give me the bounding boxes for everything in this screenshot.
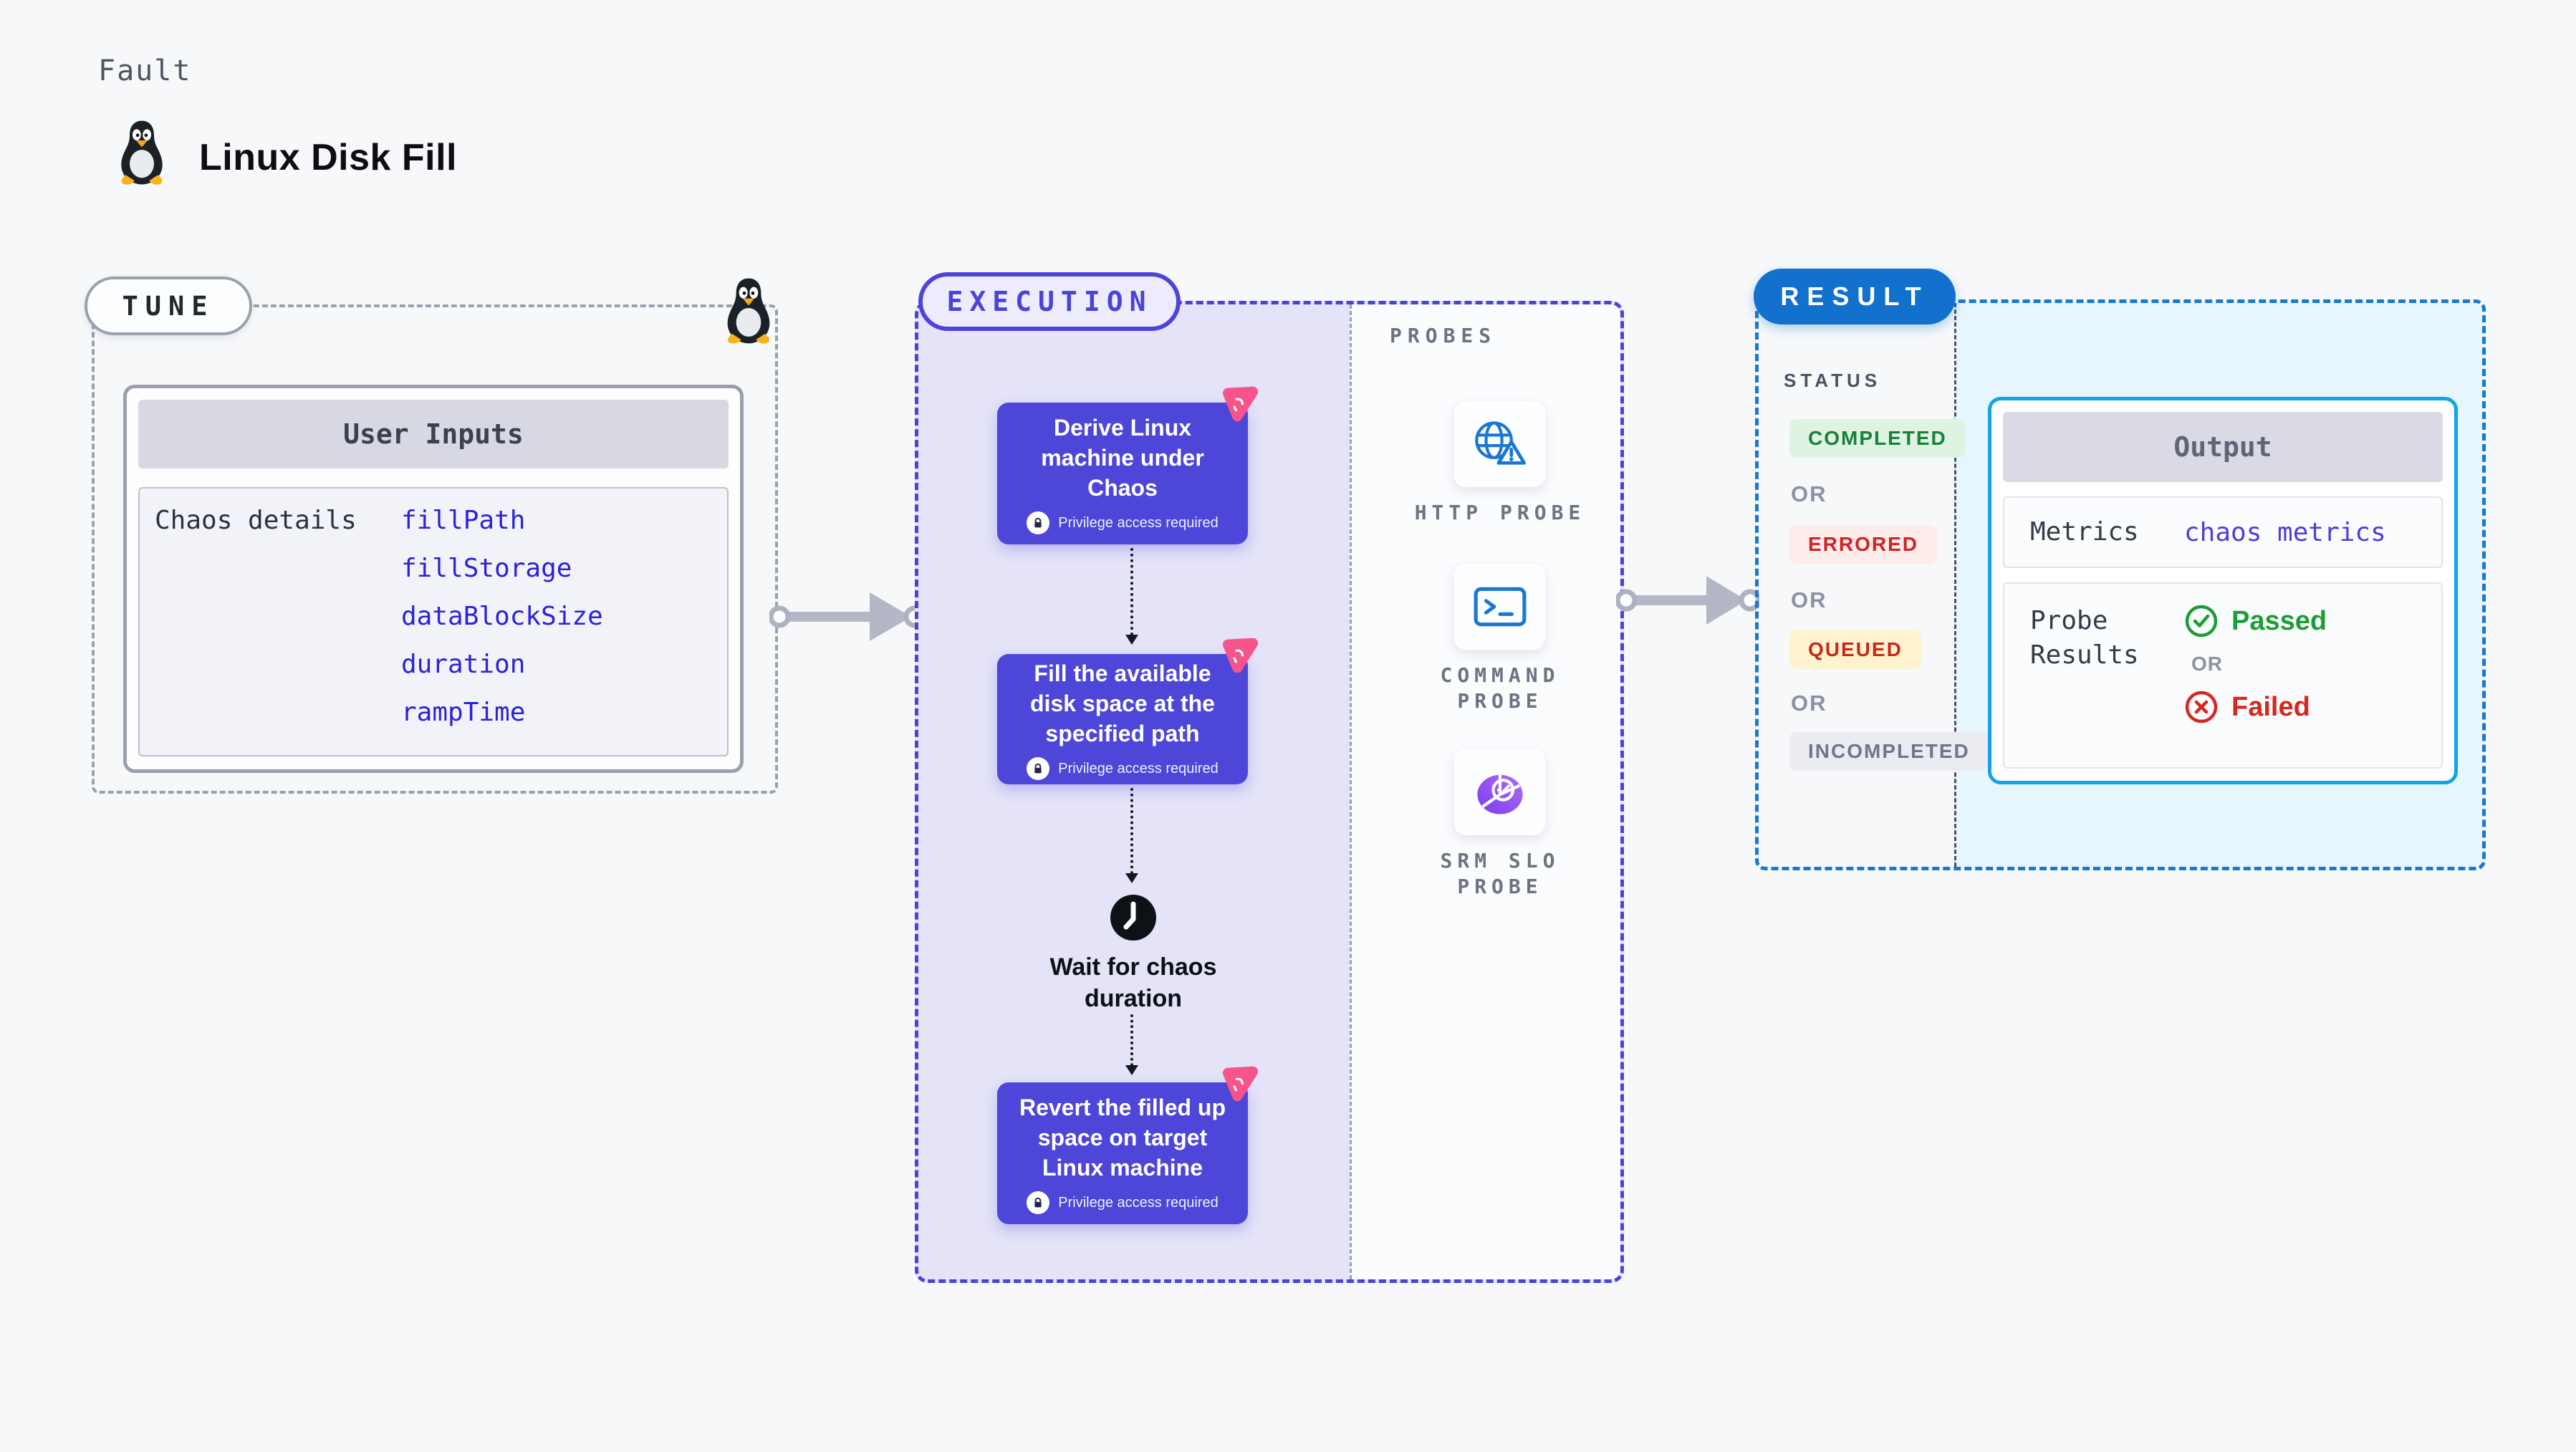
chaos-badge-icon [1223,1066,1259,1102]
probes-label: PROBES [1390,324,1497,347]
status-badge-queued: QUEUED [1789,630,1921,669]
privilege-label: Privilege access required [1058,760,1219,777]
wait-duration-label: Wait for chaos duration [1049,953,1217,1012]
chaos-details-label: Chaos details [155,506,357,535]
lock-icon [1027,1191,1050,1214]
execution-pill: EXECUTION [918,272,1181,331]
command-probe-card [1454,564,1545,650]
passed-line: Passed [2184,604,2327,638]
probe-results-values: Passed OR Failed [2184,604,2327,767]
step-title: Derive Linux machine under Chaos [1041,415,1204,501]
check-circle-icon [2185,605,2218,638]
output-header: Output [2003,412,2443,482]
tune-pill: TUNE [85,277,252,335]
chaos-input-list: fillPath fillStorage dataBlockSize durat… [401,506,603,746]
chaos-badge-icon [1223,638,1259,673]
step-revert-space: Revert the filled up space on target Lin… [997,1082,1248,1224]
privilege-row: Privilege access required [1027,757,1219,780]
arrow-right-icon [1616,576,1759,625]
metrics-label: Metrics [2030,517,2139,547]
status-badge-incompleted: INCOMPLETED [1789,732,1989,771]
result-divider [1954,303,1956,867]
privilege-row: Privilege access required [1027,1191,1219,1214]
input-duration: duration [401,650,526,679]
or-separator: OR [1791,587,1827,612]
probe-results-label: Probe Results [2030,606,2139,670]
metrics-row: Metrics chaos metrics [2003,496,2443,568]
status-badge-errored: ERRORED [1789,525,1938,564]
http-probe-label: HTTP PROBE [1414,501,1586,524]
page-title: Linux Disk Fill [199,137,457,178]
http-probe-card [1454,401,1545,487]
step-fill-disk: Fill the available disk space at the spe… [997,654,1248,784]
result-pill: RESULT [1754,269,1956,324]
failed-label: Failed [2231,691,2310,722]
tux-icon [121,120,163,185]
input-fillstorage: fillStorage [401,554,572,583]
slo-pie-icon [1476,774,1523,814]
status-badge-completed: COMPLETED [1789,419,1966,458]
globe-alert-icon [1474,421,1526,465]
user-inputs-body [138,487,729,756]
step-title: Fill the available disk space at the spe… [1030,660,1215,746]
passed-label: Passed [2231,605,2327,636]
command-probe-label: COMMAND PROBE [1440,663,1560,713]
or-separator: OR [1791,691,1827,716]
failed-line: Failed [2184,690,2327,724]
step-derive-machine: Derive Linux machine under Chaos Privile… [997,403,1248,544]
probe-results-row: Probe Results Passed OR Failed [2003,582,2443,769]
srm-slo-probe-card [1454,749,1545,835]
lock-icon [1027,511,1050,534]
arrow-right-icon [769,592,924,641]
user-inputs-header: User Inputs [138,400,729,468]
privilege-label: Privilege access required [1058,514,1219,531]
input-datablocksize: dataBlockSize [401,602,603,631]
x-circle-icon [2185,691,2218,723]
input-fillpath: fillPath [401,506,526,535]
clock-icon [1110,895,1156,941]
srm-slo-probe-label: SRM SLO PROBE [1440,849,1560,898]
flow-connector [1125,1014,1138,1075]
tux-icon [727,278,770,344]
status-label: STATUS [1784,370,1882,391]
or-separator: OR [2191,653,2223,675]
lock-icon [1027,757,1050,780]
fault-kicker: Fault [98,54,192,87]
privilege-label: Privilege access required [1058,1194,1219,1211]
metrics-value: chaos metrics [2184,517,2386,547]
or-separator: OR [1791,481,1827,506]
flow-connector [1125,788,1138,883]
chaos-badge-icon [1223,386,1259,422]
step-title: Revert the filled up space on target Lin… [1019,1095,1226,1181]
privilege-row: Privilege access required [1027,511,1219,534]
input-ramptime: rampTime [401,698,526,727]
tune-section [92,304,778,794]
output-card: Output Metrics chaos metrics Probe Resul… [1988,397,2458,784]
terminal-icon [1474,587,1526,627]
flow-connector [1125,548,1138,645]
result-section [1755,299,2486,870]
